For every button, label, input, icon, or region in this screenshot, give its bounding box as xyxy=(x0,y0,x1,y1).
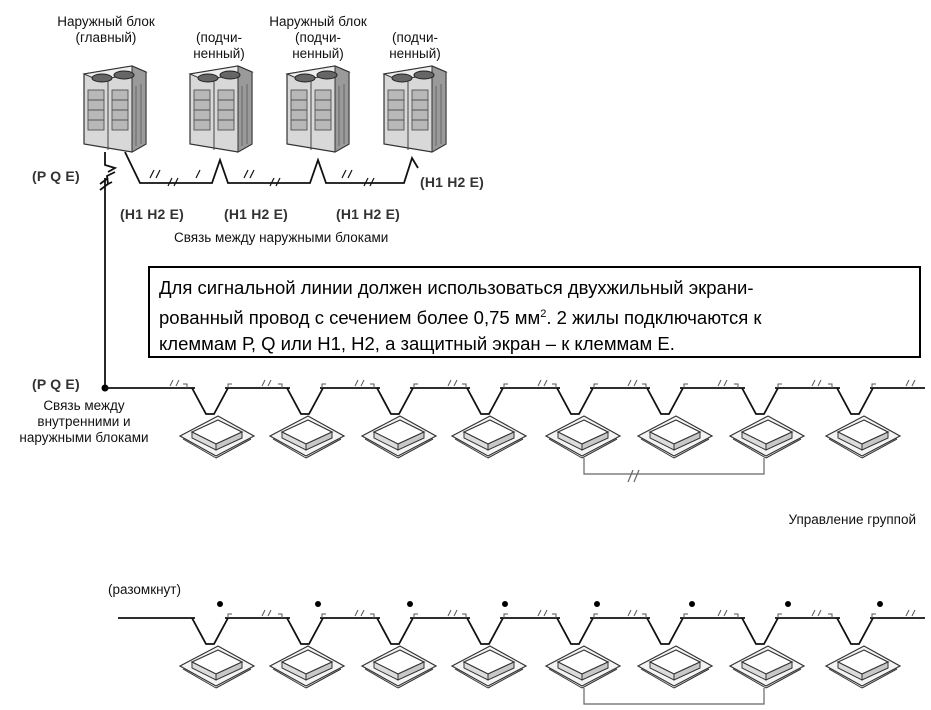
outdoor-link-wire xyxy=(104,151,419,186)
note-line2-text: рованный провод с сечением более 0,75 мм xyxy=(159,307,541,329)
group-control-label: Управление группой xyxy=(788,512,917,527)
note-line1: Для сигнальной линии должен использовать… xyxy=(159,277,754,298)
indoor-unit-r2-6-icon xyxy=(637,645,713,689)
indoor-drops-row2 xyxy=(191,617,874,645)
indoor-link-label-line2: внутренними и xyxy=(37,414,131,429)
outdoor-unit-slave1-icon xyxy=(189,65,253,153)
indoor-link-label-line3: наружными блоками xyxy=(19,430,149,445)
indoor-unit-r2-4-icon xyxy=(451,645,527,689)
indoor-unit-2-icon xyxy=(269,415,345,459)
outdoor-unit-main-icon xyxy=(83,65,147,153)
indoor-unit-4-icon xyxy=(451,415,527,459)
indoor-unit-r2-7-icon xyxy=(729,645,805,689)
slave2-label-line3: ненный) xyxy=(292,46,344,61)
group-control-link-row2 xyxy=(583,688,765,705)
group-control-link-row1 xyxy=(583,458,765,483)
slave2-label-line2: (подчи- xyxy=(295,30,341,45)
terminal-h1h2e-b: (H1 H2 E) xyxy=(224,206,289,222)
slave2-label-line1: Наружный блок xyxy=(269,14,367,29)
note-line3: клеммам Р, Q или Н1, Н2, а защитный экра… xyxy=(159,333,675,355)
outdoor-unit-slave2-icon xyxy=(286,65,350,153)
indoor-unit-7-icon xyxy=(729,415,805,459)
indoor-unit-6-icon xyxy=(637,415,713,459)
slave3-outdoor-label: (подчи- ненный) xyxy=(378,30,452,62)
indoor-unit-r2-3-icon xyxy=(361,645,437,689)
slave1-outdoor-label: (подчи- ненный) xyxy=(182,30,256,62)
main-outdoor-label: Наружный блок (главный) xyxy=(48,14,164,46)
slave2-outdoor-label: Наружный блок (подчи- ненный) xyxy=(260,14,376,62)
open-circuit-label: (разомкнут) xyxy=(108,582,181,597)
signal-line-note: Для сигнальной линии должен использовать… xyxy=(148,266,921,358)
indoor-unit-3-icon xyxy=(361,415,437,459)
slave1-label-line2: ненный) xyxy=(193,46,245,61)
slave3-label-line2: ненный) xyxy=(389,46,441,61)
indoor-unit-1-icon xyxy=(179,415,255,459)
slave3-label-line1: (подчи- xyxy=(392,30,438,45)
terminal-pqe-indoor: (P Q E) xyxy=(32,376,80,392)
outdoor-link-cuts xyxy=(149,169,375,187)
terminal-h1h2e-a: (H1 H2 E) xyxy=(120,206,185,222)
outdoor-unit-slave3-icon xyxy=(383,65,447,153)
outdoor-link-label: Связь между наружными блоками xyxy=(174,230,389,245)
note-line2-tail: . 2 жилы подключаются к xyxy=(546,307,762,329)
indoor-unit-r2-2-icon xyxy=(269,645,345,689)
indoor-unit-r2-1-icon xyxy=(179,645,255,689)
indoor-unit-5-icon xyxy=(545,415,621,459)
indoor-outdoor-wire xyxy=(99,177,109,388)
indoor-link-label: Связь между внутренними и наружными блок… xyxy=(0,398,168,446)
main-outdoor-label-line1: Наружный блок xyxy=(57,14,155,29)
slave1-label-line1: (подчи- xyxy=(196,30,242,45)
main-outdoor-label-line2: (главный) xyxy=(75,30,137,45)
terminator-dots-row2 xyxy=(217,601,883,607)
indoor-unit-r2-8-icon xyxy=(825,645,901,689)
indoor-bus-row2-marks xyxy=(227,609,916,618)
indoor-unit-r2-5-icon xyxy=(545,645,621,689)
terminal-h1h2e-end: (H1 H2 E) xyxy=(420,174,485,190)
indoor-unit-8-icon xyxy=(825,415,901,459)
indoor-link-label-line1: Связь между xyxy=(43,398,125,413)
terminal-h1h2e-c: (H1 H2 E) xyxy=(336,206,401,222)
note-superscript: 2 xyxy=(540,308,547,320)
terminal-pqe-top: (P Q E) xyxy=(32,168,80,184)
indoor-drops-row1 xyxy=(191,387,874,415)
indoor-bus-row1-marks xyxy=(169,379,916,388)
note-line2: рованный провод с сечением более 0,75 мм… xyxy=(159,301,909,331)
